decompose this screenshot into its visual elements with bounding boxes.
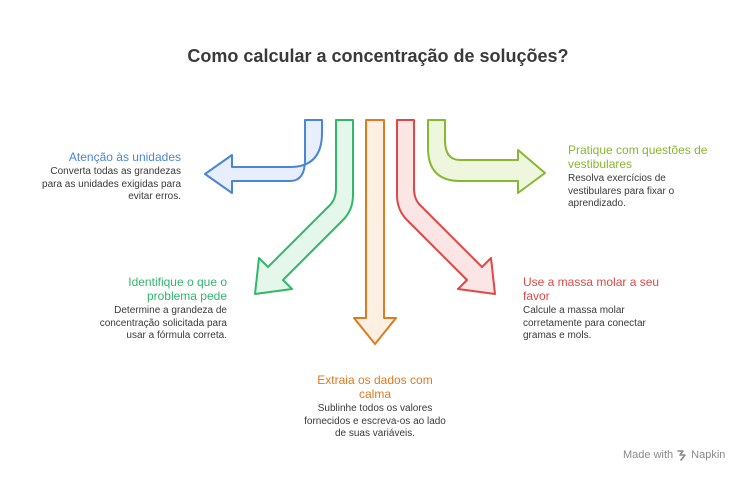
made-with-badge: Made with Napkin [623, 449, 725, 461]
item-massa: Use a massa molar a seu favor Calcule a … [523, 275, 663, 343]
item-dados-title: Extraia os dados com calma [317, 373, 433, 401]
made-with-label: Made with [623, 449, 674, 461]
arrow-massa [396, 119, 496, 295]
item-identifique-desc: Determine a grandeza de concentração sol… [99, 305, 227, 341]
item-pratique: Pratique com questões de vestibulares Re… [568, 143, 718, 211]
item-unidades-title: Atenção às unidades [68, 150, 181, 164]
item-unidades: Atenção às unidades Converta todas as gr… [40, 150, 181, 204]
arrow-unidades [204, 119, 323, 194]
item-pratique-title: Pratique com questões de vestibulares [568, 143, 708, 171]
item-dados-desc: Sublinhe todos os valores fornecidos e e… [304, 403, 446, 439]
arrow-dados [353, 119, 397, 345]
item-dados: Extraia os dados com calma Sublinhe todo… [300, 373, 450, 441]
item-massa-title: Use a massa molar a seu favor [523, 275, 660, 303]
item-identifique-title: Identifique o que o problema pede [128, 275, 227, 303]
arrow-identifique [254, 119, 354, 295]
item-identifique: Identifique o que o problema pede Determ… [80, 275, 227, 343]
item-massa-desc: Calcule a massa molar corretamente para … [523, 305, 646, 341]
arrow-pratique [427, 119, 546, 194]
napkin-brand: Napkin [691, 449, 726, 461]
napkin-logo-icon [677, 450, 686, 461]
item-pratique-desc: Resolva exercícios de vestibulares para … [568, 173, 675, 209]
diagram-title: Como calcular a concentração de soluções… [187, 46, 569, 66]
item-unidades-desc: Converta todas as grandezas para as unid… [42, 166, 181, 202]
